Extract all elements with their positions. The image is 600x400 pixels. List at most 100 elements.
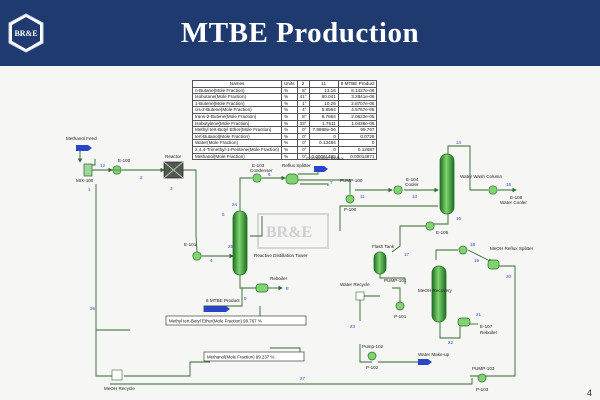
recycle-icon — [355, 291, 365, 301]
label-flash-tank: Flash Tank — [372, 244, 395, 249]
feed-arrow-icon — [76, 145, 92, 151]
slide-header: BR&E MTBE Production — [0, 0, 600, 66]
page-number: 4 — [586, 388, 592, 398]
label-stream: 20 — [506, 274, 512, 279]
label-stream: 27 — [300, 376, 306, 381]
label-stream: 11 — [360, 194, 365, 199]
process-flow-diagram: BR&E — [66, 136, 534, 392]
label-pump103: PUMP-103 — [472, 366, 495, 371]
label-e104: E-104 — [406, 177, 419, 182]
slide-body: Names Units 2 11 8 MTBE Product n-Butane… — [0, 66, 600, 400]
label-mtbe-product: 8 MTBE Product — [206, 298, 240, 303]
mtbe-readout-text: Methyl tert-Butyl Ether(Mole Fraction) 9… — [169, 319, 262, 324]
water-wash-column-icon — [439, 153, 455, 215]
label-stream: 19 — [474, 258, 480, 263]
label-e101: E-101 — [184, 242, 197, 247]
label-stream: 6 — [268, 172, 271, 177]
label-stream: 24 — [232, 202, 238, 207]
equipment — [76, 145, 500, 383]
pump-icon — [477, 373, 487, 383]
label-meoh-reflux-splitter: MeOH Reflux Splitter — [490, 246, 534, 251]
pump-icon — [367, 351, 377, 361]
label-e105: E-105 — [436, 230, 449, 235]
label-water-makeup: Water Make-up — [418, 352, 450, 357]
company-logo: BR&E — [8, 13, 44, 53]
cooler-icon — [192, 251, 202, 261]
label-stream: 1 — [88, 187, 91, 192]
watermark: BR&E — [257, 213, 329, 249]
pfd-labels: Methanol Feed MIX-100 12 E-100 1 2 React… — [66, 136, 534, 392]
stream-lines — [77, 145, 517, 385]
composition-table: Names Units 2 11 8 MTBE Product n-Butane… — [191, 80, 378, 161]
label-reboiler: Reboiler — [270, 276, 288, 281]
pump-icon — [345, 194, 355, 204]
label-e106: E-106 — [510, 195, 523, 200]
mixer-icon — [83, 163, 93, 177]
condenser-icon — [252, 173, 262, 183]
label-stream: 25 — [228, 244, 234, 249]
reboiler-icon — [457, 317, 471, 327]
label-stream: 18 — [470, 242, 476, 247]
label-p103: P-103 — [476, 387, 489, 392]
label-p100: P-100 — [344, 207, 357, 212]
slide-title: MTBE Production — [180, 17, 420, 49]
label-stream: 13 — [412, 194, 418, 199]
cooler-icon — [488, 185, 498, 195]
label-meoh-recovery: MeOH Recovery — [418, 288, 453, 293]
table-cell: % — [281, 152, 298, 161]
label-methanol-feed: Methanol Feed — [66, 136, 97, 141]
watermark-text: BR&E — [266, 224, 312, 241]
mtbe-readout-box — [165, 315, 307, 326]
label-mix100: MIX-100 — [76, 178, 94, 183]
label-water-recycle: Water Recycle — [340, 282, 370, 287]
label-stream: 7 — [330, 180, 333, 185]
label-e107: E-107 — [480, 324, 493, 329]
logo-text: BR&E — [14, 29, 37, 38]
label-stream: 16 — [456, 216, 462, 221]
label-stream: 21 — [476, 312, 482, 317]
table-cell: 0.00061485 — [308, 152, 339, 161]
label-stream: 3 — [170, 186, 173, 191]
cooler-icon — [393, 185, 403, 195]
distillation-tower-icon — [232, 210, 248, 276]
label-pump100: PUMP-100 — [340, 178, 363, 183]
methanol-readout-box — [203, 351, 305, 362]
label-p101: P-101 — [394, 314, 407, 319]
recycle-icon — [111, 369, 123, 381]
label-pump102: Pump-102 — [362, 344, 384, 349]
label-stream: 14 — [456, 140, 462, 145]
condenser-icon — [458, 245, 468, 255]
label-pump101: PUMP-101 — [384, 278, 407, 283]
label-stream: 9 — [244, 296, 247, 301]
label-stream: 22 — [448, 340, 454, 345]
label-e100: E-100 — [118, 158, 131, 163]
methanol-readout-text: Methanol(Mole Fraction) 99.237 % — [207, 355, 274, 360]
label-water-cooler: Water Cooler — [500, 200, 527, 205]
label-e103: E-103 — [252, 163, 265, 168]
label-cooler: Cooler — [405, 182, 419, 187]
label-stream: 8 — [286, 286, 289, 291]
label-condenser: Condenser — [250, 168, 273, 173]
product-arrow-icon — [204, 306, 230, 312]
label-stream: 26 — [90, 306, 96, 311]
table-cell: 0.00014871 — [337, 152, 378, 161]
label-p102: P-102 — [366, 365, 379, 370]
reboiler-icon — [255, 283, 269, 293]
pump-icon — [395, 301, 405, 311]
label-stream: 12 — [100, 163, 106, 168]
meoh-reflux-splitter-icon — [487, 259, 500, 270]
meoh-recovery-column-icon — [431, 265, 447, 323]
label-reactor: Reactor — [165, 154, 182, 159]
label-stream: 4 — [210, 258, 213, 263]
flash-tank-icon — [373, 251, 387, 275]
reflux-splitter-icon — [285, 173, 299, 185]
label-tower: Reactive Distillation Tower — [254, 253, 308, 258]
water-makeup-arrow-icon — [418, 359, 432, 365]
label-reboiler2: Reboiler — [480, 330, 498, 335]
label-stream: 5 — [222, 212, 225, 217]
label-reflux-splitter: Reflux Splitter — [282, 163, 311, 168]
label-stream: 15 — [506, 182, 512, 187]
label-water-wash: Water Wash Column — [460, 174, 502, 179]
